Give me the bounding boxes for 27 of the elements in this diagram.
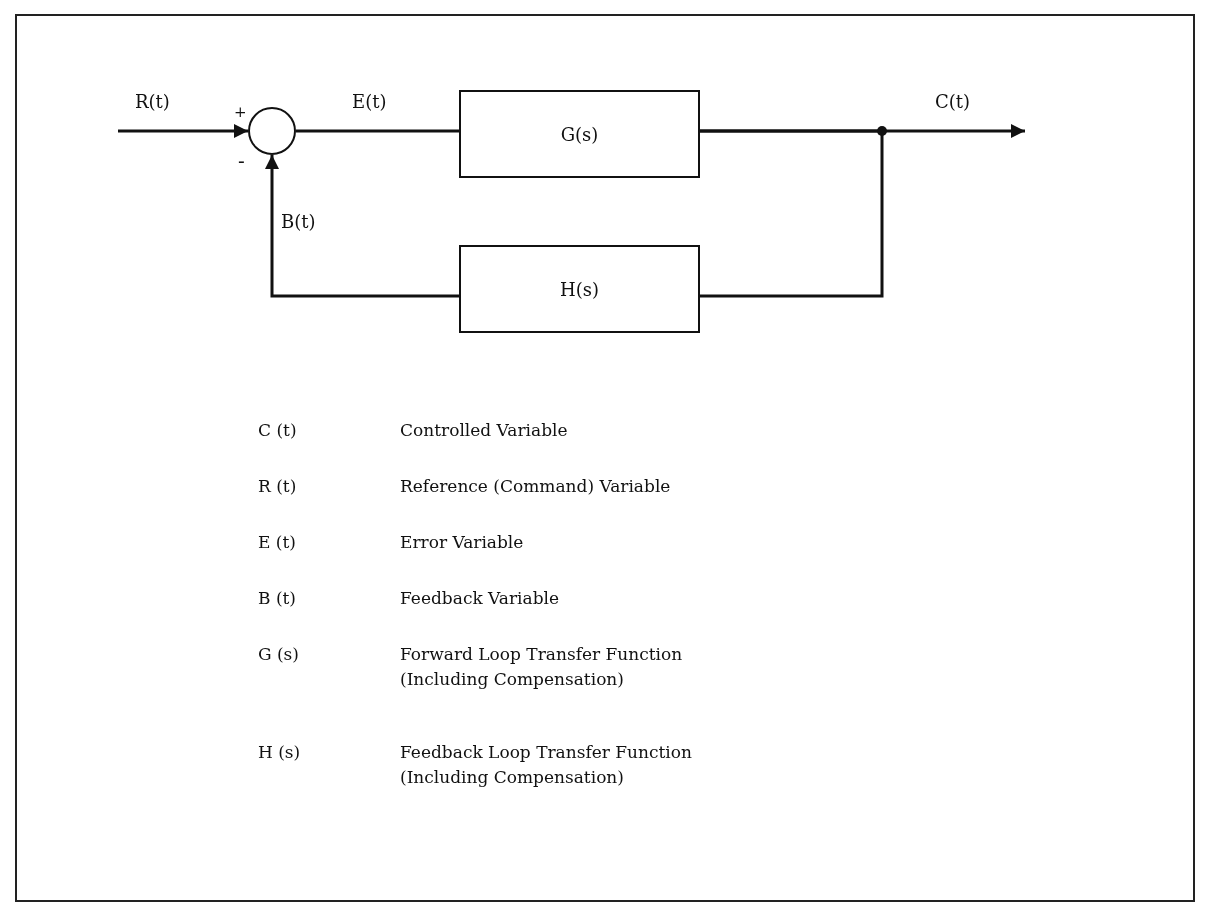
symbol-label: G (s) [258,643,300,666]
signal-line [296,129,459,133]
edge-label: C(t) [935,93,971,111]
definition-text: Error Variable [400,531,525,554]
block-label: H(s) [560,278,599,300]
symbol-label: C (t) [258,419,298,442]
symbol-label: B (t) [258,587,297,610]
definition-text: Controlled Variable [400,419,569,442]
definition-text: Forward Loop Transfer Function (Including Compensation) [400,643,684,691]
definition-text: Reference (Command) Variable [400,475,672,498]
sign-label: - [238,151,245,171]
block-box [459,245,700,333]
arrow [265,155,459,298]
arrow [118,124,248,138]
definition-text: Feedback Loop Transfer Function (Including Compensation) [400,741,693,789]
block-label: G(s) [560,123,599,145]
summing-junction [248,107,296,155]
definition-text: Feedback Variable [400,587,561,610]
symbol-label: E (t) [258,531,297,554]
signal-line [700,129,884,298]
edge-label: R(t) [135,93,170,111]
block-box [459,90,700,178]
symbol-label: R (t) [258,475,298,498]
edge-label: B(t) [281,213,316,231]
edge-label: E(t) [352,93,387,111]
symbol-label: H (s) [258,741,302,764]
sign-label: + [234,105,247,120]
